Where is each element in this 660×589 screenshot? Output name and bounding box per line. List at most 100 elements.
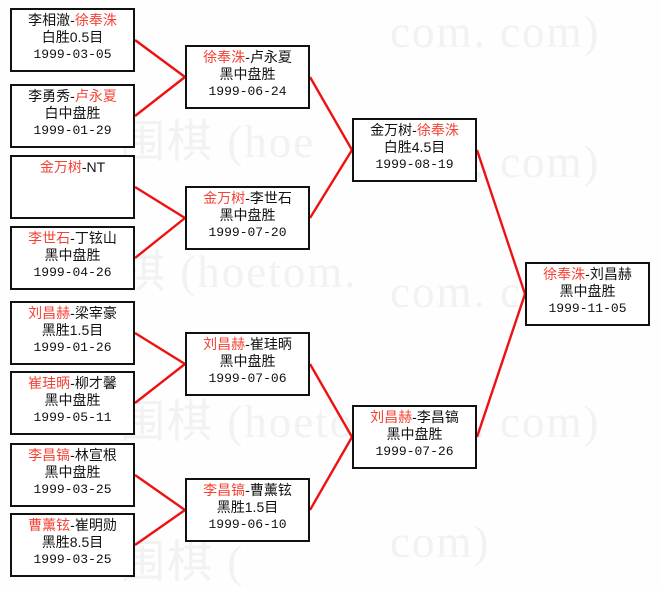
match-box[interactable]: 刘昌赫-梁宰豪黑胜1.5目 1999-01-26 (10, 301, 135, 365)
bracket-connector (308, 149, 354, 219)
match-result: 黑胜1.5目 (41, 322, 104, 338)
match-date: 1999-03-25 (33, 482, 112, 497)
match-date: 1999-05-11 (33, 410, 112, 425)
player-loser: 李相澈 (28, 12, 71, 28)
match-date: 1999-07-20 (208, 225, 287, 240)
player-loser: 李昌镐 (416, 409, 459, 425)
match-result: 白中盘胜 (44, 105, 101, 121)
watermark-text: 围棋 (hoe (120, 117, 316, 167)
watermark-text: 围棋 ( (120, 537, 245, 587)
bracket-connector (134, 331, 186, 366)
bracket-connector (134, 185, 186, 220)
match-box[interactable]: 金万树-NT (10, 155, 135, 219)
match-result: 黑中盘胜 (219, 66, 276, 82)
bracket-connector (134, 363, 186, 404)
bracket-connector (308, 436, 354, 511)
match-players: 崔珪昞-柳才馨 (12, 375, 133, 392)
match-result: 黑胜1.5目 (216, 499, 279, 515)
match-date: 1999-06-24 (208, 84, 287, 99)
player-winner: 金万树 (203, 190, 246, 206)
player-separator: - (70, 447, 75, 463)
match-players: 李昌镐-林宣根 (12, 447, 133, 464)
match-players: 金万树-李世石 (187, 190, 308, 207)
player-winner: 徐奉洙 (416, 122, 459, 138)
player-loser: NT (86, 159, 106, 175)
player-winner: 金万树 (39, 159, 82, 175)
match-box[interactable]: 李相澈-徐奉洙白胜0.5目 1999-03-05 (10, 8, 135, 72)
player-winner: 徐奉洙 (543, 266, 586, 282)
match-box[interactable]: 徐奉洙-刘昌赫黑中盘胜 1999-11-05 (525, 262, 650, 326)
player-loser: 崔明勋 (74, 517, 117, 533)
player-winner: 崔珪昞 (28, 375, 71, 391)
player-separator: - (245, 482, 250, 498)
player-loser: 柳才馨 (74, 375, 117, 391)
match-result: 黑中盘胜 (44, 247, 101, 263)
bracket-connector (475, 293, 527, 438)
match-box[interactable]: 李昌镐-曹薰铉黑胜1.5目 1999-06-10 (185, 478, 310, 542)
match-players: 徐奉洙-卢永夏 (187, 49, 308, 66)
player-separator: - (585, 266, 590, 282)
match-date: 1999-03-05 (33, 47, 112, 62)
match-result: 黑中盘胜 (44, 464, 101, 480)
match-box[interactable]: 刘昌赫-崔珪昞黑中盘胜 1999-07-06 (185, 332, 310, 396)
player-loser: 刘昌赫 (589, 266, 632, 282)
player-loser: 卢永夏 (249, 49, 292, 65)
match-date: 1999-01-26 (33, 340, 112, 355)
match-date: 1999-11-05 (548, 301, 627, 316)
match-date: 1999-07-26 (375, 444, 454, 459)
match-players: 李相澈-徐奉洙 (12, 12, 133, 29)
match-date: 1999-07-06 (208, 371, 287, 386)
player-loser: 丁铉山 (74, 230, 117, 246)
player-separator: - (70, 375, 75, 391)
match-box[interactable]: 李勇秀-卢永夏白中盘胜 1999-01-29 (10, 84, 135, 148)
watermark-text: 棋 (hoetom. (120, 247, 358, 297)
bracket-connector (134, 474, 186, 511)
match-box[interactable]: 徐奉洙-卢永夏黑中盘胜 1999-06-24 (185, 45, 310, 109)
watermark-text: com) (390, 517, 491, 567)
bracket-connector (308, 363, 354, 438)
player-loser: 金万树 (370, 122, 413, 138)
player-separator: - (81, 159, 87, 175)
match-players: 刘昌赫-崔珪昞 (187, 336, 308, 353)
match-box[interactable]: 金万树-李世石黑中盘胜 1999-07-20 (185, 186, 310, 250)
match-date: 1999-01-29 (33, 123, 112, 138)
player-separator: - (245, 49, 250, 65)
match-result: 黑中盘胜 (219, 207, 276, 223)
match-players: 金万树-NT (12, 159, 133, 176)
player-winner: 李世石 (28, 230, 71, 246)
match-result: 黑中盘胜 (559, 283, 616, 299)
player-winner: 刘昌赫 (28, 305, 71, 321)
player-separator: - (412, 409, 417, 425)
match-date: 1999-04-26 (33, 265, 112, 280)
player-winner: 徐奉洙 (74, 12, 117, 28)
match-result: 黑中盘胜 (219, 353, 276, 369)
match-date: 1999-08-19 (375, 157, 454, 172)
player-winner: 曹薰铉 (28, 517, 71, 533)
player-separator: - (70, 88, 75, 104)
match-players: 李昌镐-曹薰铉 (187, 482, 308, 499)
player-separator: - (70, 517, 75, 533)
player-loser: 李勇秀 (28, 88, 71, 104)
match-date: 1999-03-25 (33, 552, 112, 567)
match-box[interactable]: 李昌镐-林宣根黑中盘胜 1999-03-25 (10, 443, 135, 507)
match-players: 刘昌赫-梁宰豪 (12, 305, 133, 322)
player-separator: - (245, 190, 250, 206)
player-loser: 曹薰铉 (249, 482, 292, 498)
bracket-connector (308, 76, 354, 151)
player-winner: 李昌镐 (203, 482, 246, 498)
player-winner: 卢永夏 (74, 88, 117, 104)
match-date: 1999-06-10 (208, 517, 287, 532)
bracket-connector (475, 149, 527, 295)
player-separator: - (412, 122, 417, 138)
bracket-connector (134, 39, 186, 78)
match-result: 白胜0.5目 (41, 29, 104, 45)
bracket-connector (134, 217, 186, 259)
player-winner: 李昌镐 (28, 447, 71, 463)
player-loser: 崔珪昞 (249, 336, 292, 352)
